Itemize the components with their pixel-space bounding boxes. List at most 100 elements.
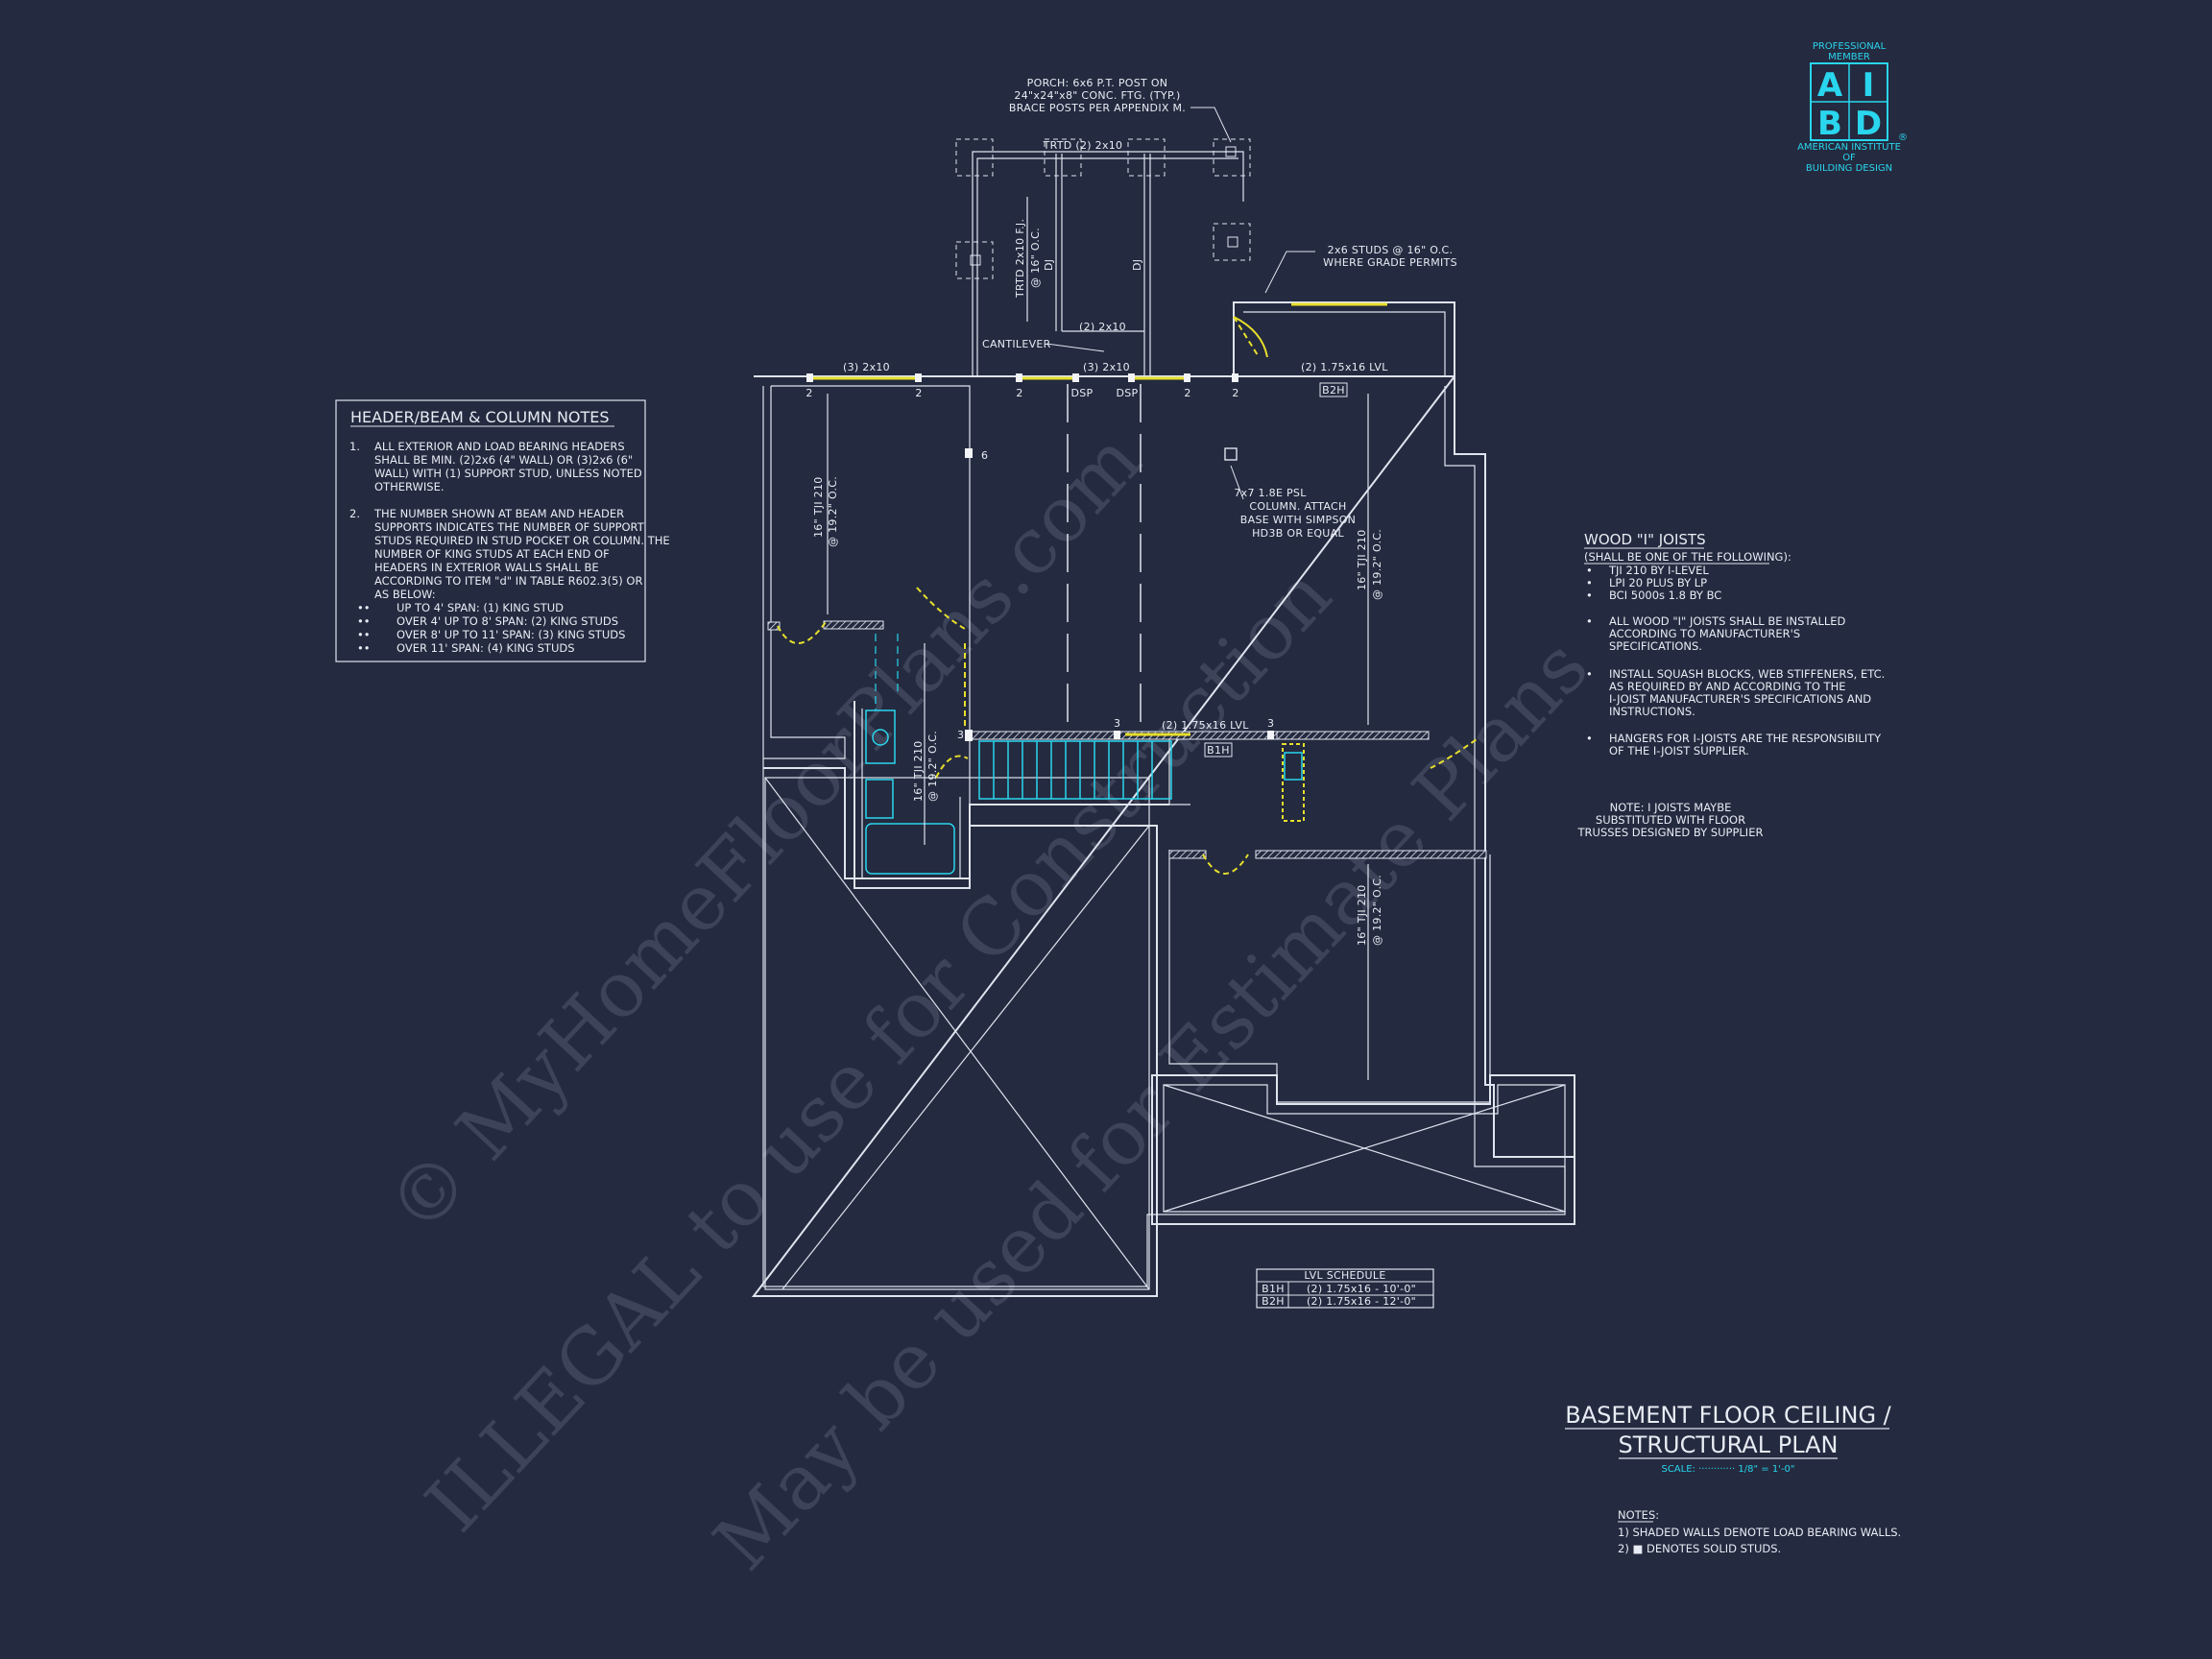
bullet-2: OVER 4' UP TO 8' SPAN: (2) KING STUDS — [397, 614, 618, 628]
note-2-line-4: NUMBER OF KING STUDS AT EACH END OF — [374, 547, 610, 561]
joist-notes-title: WOOD "I" JOISTS — [1584, 531, 1706, 548]
bearing-wall-lower — [1255, 850, 1487, 859]
garage-left-inner — [764, 777, 1150, 1290]
stud-count-6: 6 — [981, 449, 988, 462]
header-beam-notes: HEADER/BEAM & COLUMN NOTES 1. ALL EXTERI… — [335, 399, 670, 662]
joist-note-1-bullet: • — [1586, 614, 1593, 628]
solid-studs — [806, 373, 1274, 741]
joist-note-2-line-1: INSTALL SQUASH BLOCKS, WEB STIFFENERS, E… — [1609, 667, 1885, 681]
stud-count-1: 2 — [805, 387, 812, 399]
dj-label-2: DJ — [1131, 259, 1143, 271]
stud-count-3: 2 — [1016, 387, 1022, 399]
plan-labels: PORCH: 6x6 P.T. POST ON 24"x24"x8" CONC.… — [805, 77, 1457, 946]
joist-note-1-line-3: SPECIFICATIONS. — [1609, 639, 1702, 653]
bullet-4-mark: •• — [357, 641, 371, 655]
plan-title-line-1: BASEMENT FLOOR CEILING / — [1565, 1402, 1891, 1429]
joist-span-right-1: 16" TJI 210 — [1356, 529, 1368, 590]
logo-top-1: PROFESSIONAL — [1813, 41, 1887, 52]
lvl-row-2-size: (2) 1.75x16 - 12'-0" — [1307, 1295, 1416, 1308]
joist-span-bath-2: @ 19.2" O.C. — [926, 731, 939, 802]
garage-right-x-2 — [1163, 1084, 1566, 1213]
bullet-3-mark: •• — [357, 628, 371, 641]
header-2x10-a: (3) 2x10 — [843, 361, 890, 373]
porch-callout-1: PORCH: 6x6 P.T. POST ON — [1027, 77, 1168, 89]
bearing-wall-left — [823, 620, 884, 630]
porch — [955, 138, 1251, 376]
logo-letter-i: I — [1863, 66, 1875, 105]
column-callout-3: BASE WITH SIMPSON — [1240, 514, 1356, 526]
psl-column — [1224, 447, 1238, 461]
dsp-label-2: DSP — [1117, 387, 1139, 399]
logo-registered: ® — [1898, 132, 1908, 143]
joist-span-bath-1: 16" TJI 210 — [912, 740, 925, 802]
joist-note-3-line-2: OF THE I-JOIST SUPPLIER. — [1609, 744, 1749, 757]
substitute-note-2: SUBSTITUTED WITH FLOOR — [1596, 813, 1745, 827]
joist-span-lower-2: @ 19.2" O.C. — [1371, 875, 1383, 946]
span-arrows — [827, 197, 1369, 1080]
door-swings — [777, 316, 1478, 875]
header-markers — [811, 302, 1387, 736]
dj-label-1: DJ — [1043, 259, 1055, 271]
porch-callout-2: 24"x24"x8" CONC. FTG. (TYP.) — [1014, 89, 1180, 102]
lvl-mid-label: (2) 1.75x16 LVL — [1162, 719, 1249, 732]
joist-option-3: BCI 5000s 1.8 BY BC — [1609, 589, 1721, 602]
note-1-line-1: ALL EXTERIOR AND LOAD BEARING HEADERS — [374, 440, 625, 453]
lvl-schedule: LVL SCHEDULE B1H (2) 1.75x16 - 10'-0" B2… — [1256, 1268, 1434, 1309]
substitute-note-3: TRUSSES DESIGNED BY SUPPLIER — [1577, 826, 1764, 839]
joist-option-3-bullet: • — [1586, 589, 1593, 602]
plan-scale: SCALE: ············ 1/8" = 1'-0" — [1661, 1464, 1794, 1475]
cantilever-label: CANTILEVER — [982, 338, 1051, 350]
porch-wall — [1233, 302, 1446, 376]
logo-bottom-2: OF — [1842, 153, 1856, 163]
joist-note-1-line-2: ACCORDING TO MANUFACTURER'S — [1609, 627, 1800, 640]
joist-note-2-line-4: INSTRUCTIONS. — [1609, 705, 1695, 718]
studs-callout-2: WHERE GRADE PERMITS — [1323, 256, 1457, 269]
header-2x10-b: (2) 2x10 — [1079, 321, 1126, 333]
stairs — [978, 740, 1172, 800]
note-1-line-3: WALL) WITH (1) SUPPORT STUD, UNLESS NOTE… — [374, 467, 642, 480]
note-1-number: 1. — [349, 440, 360, 453]
logo-bottom-3: BUILDING DESIGN — [1806, 163, 1892, 174]
lvl-row-1-id: B1H — [1262, 1283, 1285, 1295]
bullet-1: UP TO 4' SPAN: (1) KING STUD — [397, 601, 564, 614]
right-lower-room — [1168, 850, 1491, 1103]
trtd-fj-label-2: @ 16" O.C. — [1029, 228, 1042, 288]
notes-line-2: 2) ■ DENOTES SOLID STUDS. — [1618, 1542, 1781, 1555]
bath-wall — [854, 701, 1169, 889]
stud-count-5: 2 — [1232, 387, 1238, 399]
bullet-2-mark: •• — [357, 614, 371, 628]
aibd-logo: PROFESSIONAL MEMBER A I B D ® AMERICAN I… — [1797, 41, 1908, 174]
joist-span-right-2: @ 19.2" O.C. — [1371, 529, 1383, 600]
joist-note-3-line-1: HANGERS FOR I-JOISTS ARE THE RESPONSIBIL… — [1609, 732, 1882, 745]
header-notes-title: HEADER/BEAM & COLUMN NOTES — [350, 408, 610, 426]
logo-bottom-1: AMERICAN INSTITUTE — [1797, 142, 1901, 153]
logo-top-2: MEMBER — [1828, 52, 1870, 62]
logo-letter-d: D — [1855, 105, 1882, 143]
substitute-note-1: NOTE: I JOISTS MAYBE — [1610, 801, 1732, 814]
plan-title-line-2: STRUCTURAL PLAN — [1618, 1431, 1838, 1458]
garage-right-inner — [1163, 1084, 1566, 1213]
joist-option-1-bullet: • — [1586, 564, 1593, 577]
bearing-wall-lower-left — [1168, 850, 1207, 859]
floor-plan — [751, 107, 1575, 1297]
joist-span-left-2: @ 19.2" O.C. — [827, 476, 839, 547]
header-2x10-c: (3) 2x10 — [1083, 361, 1130, 373]
note-1-line-2: SHALL BE MIN. (2)2x6 (4" WALL) OR (3)2x6… — [374, 453, 633, 467]
bullet-4: OVER 11' SPAN: (4) KING STUDS — [397, 641, 575, 655]
joist-notes-subtitle: (SHALL BE ONE OF THE FOLLOWING): — [1584, 550, 1791, 564]
note-2-line-1: THE NUMBER SHOWN AT BEAM AND HEADER — [373, 507, 624, 520]
note-2-line-2: SUPPORTS INDICATES THE NUMBER OF SUPPORT — [374, 520, 645, 534]
joist-option-1: TJI 210 BY I-LEVEL — [1608, 564, 1709, 577]
bearing-wall-mid-right — [1276, 731, 1430, 740]
trtd-header-label: TRTD (2) 2x10 — [1043, 139, 1123, 152]
note-2-line-6: ACCORDING TO ITEM "d" IN TABLE R602.3(5)… — [374, 574, 642, 588]
b1h-tag: B1H — [1207, 744, 1230, 757]
note-2-line-7: AS BELOW: — [374, 588, 436, 601]
stud-count-2: 2 — [915, 387, 922, 399]
note-2-line-3: STUDS REQUIRED IN STUD POCKET OR COLUMN.… — [374, 534, 670, 547]
stud-count-7: 3 — [957, 729, 964, 741]
plan-title-block: BASEMENT FLOOR CEILING / STRUCTURAL PLAN… — [1565, 1402, 1892, 1475]
porch-callout-3: BRACE POSTS PER APPENDIX M. — [1009, 102, 1186, 114]
column-callout-4: HD3B OR EQUAL — [1252, 527, 1344, 540]
